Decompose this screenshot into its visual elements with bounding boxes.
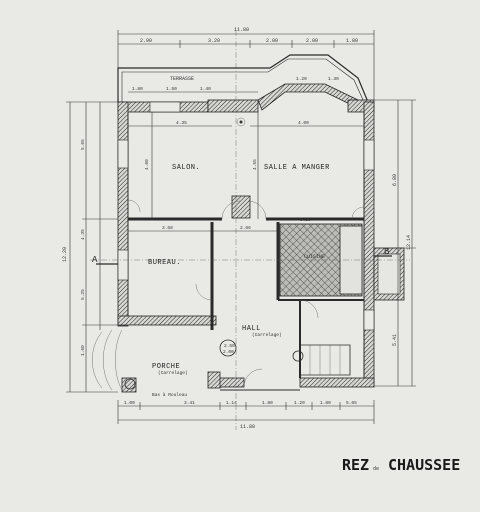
dim-cuis-w: 3.20 [300,217,311,223]
label-cuisine: CUISINE [304,254,325,260]
dim-top-total: 11.80 [234,27,249,33]
dim-top-4: 2.00 [306,38,318,44]
dim-salle-w: 4.00 [298,120,309,126]
partitions [127,112,365,391]
label-hall: HALL [242,325,261,333]
right-annex [373,247,405,301]
dim-top-1: 2.90 [140,38,152,44]
dimension-lines [66,30,416,424]
label-salon: SALON. [172,164,200,172]
dim-salle-h: 4.55 [252,159,258,170]
dim-left-3: 5.25 [80,289,86,300]
dim-terr-3: 1.40 [200,86,211,92]
label-salle-a-manger: SALLE A MANGER [264,164,330,172]
dim-bot-3: 1.14 [226,400,237,406]
section-a-label: A [92,255,98,265]
label-bureau: BUREAU. [148,259,181,267]
dim-bot-5: 1.20 [294,400,305,406]
title-chaussee: CHAUSSEE [388,456,460,474]
dim-left-4: 1.60 [80,345,86,356]
dim-left-1: 5.65 [80,139,86,150]
dim-terr-4: 1.20 [296,76,307,82]
hall-area-value: 2.50 [224,343,235,349]
label-bas-rouleau: Bas à Rouleau [152,392,187,398]
dim-terr-1: 1.80 [132,86,143,92]
dim-left-2: 4.35 [80,229,86,240]
dim-right-2: 12.14 [406,235,412,250]
dim-terr-5: 1.30 [328,76,339,82]
room-labels: TERRASSE SALON. SALLE A MANGER BUREAU. C… [148,76,330,398]
dim-bot-4: 1.80 [262,400,273,406]
dim-bot-7: 5.65 [346,400,357,406]
dim-right-1: 6.80 [392,174,398,186]
dim-top-3: 2.00 [266,38,278,44]
section-marker-b: B [374,247,392,257]
dim-terr-2: 1.50 [166,86,177,92]
plan-title: REZ de CHAUSSEE [342,456,460,474]
section-marker-a: A [92,255,118,265]
porche-steps [92,329,351,391]
dim-bureau-w: 3.68 [162,225,173,231]
axis-lines [90,30,410,430]
label-terrasse: TERRASSE [170,76,194,82]
hall-area-sub: 2.00 [223,349,234,355]
dim-bottom-total: 11.80 [240,424,255,430]
dim-right-3: 5.41 [392,334,398,346]
dim-bot-2: 3.41 [184,400,195,406]
label-porche: PORCHE [152,363,180,371]
hall-area-marker: 2.50 2.00 [219,339,237,357]
windows [117,101,375,331]
dim-left-total: 12.20 [62,247,68,262]
dim-salon-w: 4.35 [176,120,187,126]
dim-salon-h: 4.60 [144,159,150,170]
section-b-label: B [384,247,390,257]
title-de: de [373,466,379,472]
title-rez: REZ [342,456,369,474]
dim-top-5: 1.80 [346,38,358,44]
dim-hall-w: 2.66 [240,225,251,231]
dim-bot-6: 1.80 [320,400,331,406]
door-swings [127,199,365,388]
dim-bot-1: 1.00 [124,400,135,406]
dim-top-2: 3.20 [208,38,220,44]
dimension-labels: 11.80 2.90 3.20 2.00 2.00 1.80 1.80 1.50… [62,27,412,430]
label-porche-sub: (Carrelage) [158,370,188,376]
label-hall-sub: (Carrelage) [252,332,282,338]
